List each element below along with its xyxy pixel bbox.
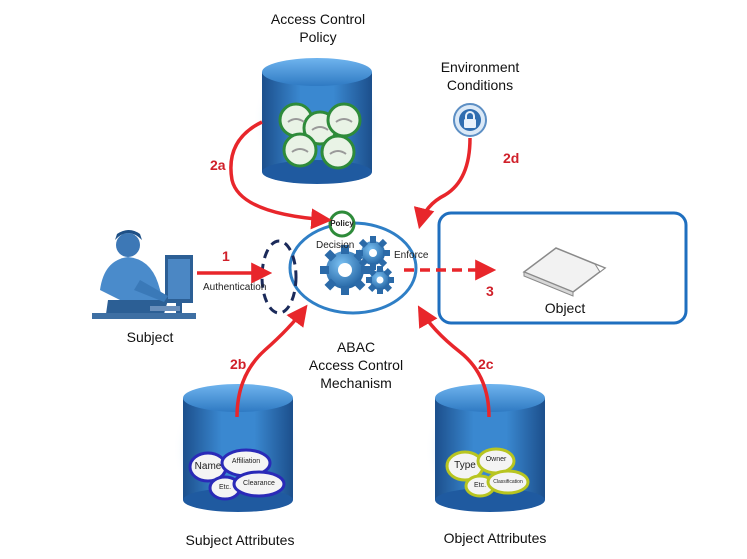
object-attr-owner: Owner [485, 456, 507, 463]
arrow-step-2a [229, 120, 333, 230]
policy-badge-label: Policy [330, 219, 354, 228]
step-1-label: 1 [222, 248, 230, 264]
authentication-label: Authentication [203, 282, 267, 293]
environment-lock-icon [453, 103, 487, 137]
environment-conditions-label: Environment Conditions [440, 59, 520, 93]
policy-store-label: Access Control Policy [270, 11, 366, 45]
subject-attr-clearance: Clearance [243, 480, 275, 487]
subject-attr-affiliation: Affiliation [231, 458, 261, 465]
attr-bubble-clearance [232, 470, 286, 498]
mechanism-label: ABAC Access Control Mechanism [308, 339, 404, 391]
object-attributes-cylinder [425, 384, 553, 514]
object-label: Object [544, 300, 586, 316]
attr-bubble-classification [486, 469, 530, 495]
step-2b-label: 2b [230, 356, 247, 372]
object-attributes-label: Object Attributes [443, 530, 547, 546]
step-3-label: 3 [486, 283, 494, 299]
arrow-step-2d [413, 137, 472, 230]
object-attr-classification: Classification [493, 479, 523, 485]
policy-cylinder [253, 56, 381, 186]
flow-arrows [197, 120, 497, 418]
subject-attr-name: Name [194, 461, 222, 472]
decision-label: Decision [316, 240, 355, 251]
subject-attr-etc: Etc. [218, 484, 232, 491]
step-2a-label: 2a [210, 157, 226, 173]
policy-rule-circles [278, 102, 362, 170]
step-2c-label: 2c [478, 356, 494, 372]
object-attr-etc: Etc. [473, 482, 487, 489]
authentication-ring [260, 239, 298, 315]
step-2d-label: 2d [503, 150, 520, 166]
arrow-step-2b [235, 304, 308, 418]
object-attr-type: Type [454, 460, 476, 471]
subject-label: Subject [126, 329, 174, 345]
enforce-label: Enforce [394, 250, 429, 261]
object-document-icon [522, 247, 607, 297]
arrow-step-2c [417, 305, 491, 418]
subject-person-icon [92, 230, 196, 319]
gears-icon [320, 236, 394, 295]
subject-attributes-label: Subject Attributes [185, 532, 295, 548]
